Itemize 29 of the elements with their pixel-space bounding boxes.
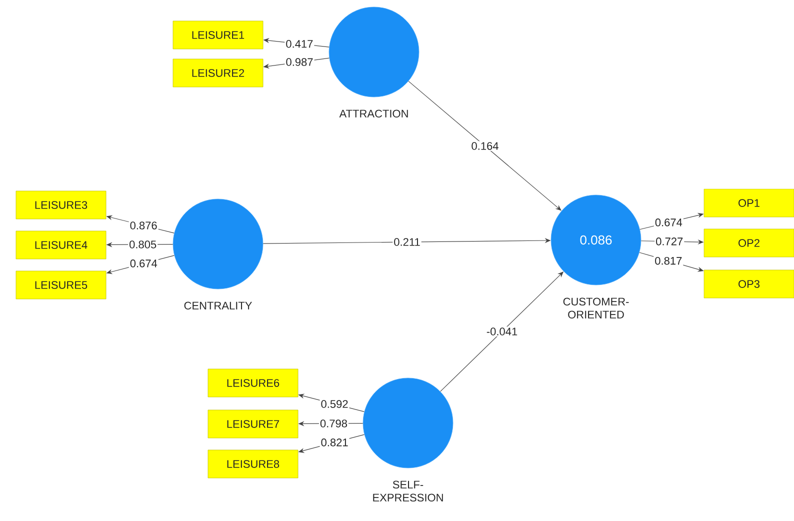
construct-label: CUSTOMER- ORIENTED bbox=[563, 298, 629, 319]
edge-label: 0.798 bbox=[318, 418, 348, 428]
construct-label: CENTRALITY bbox=[184, 302, 252, 310]
edge-label: 0.674 bbox=[128, 258, 158, 268]
indicator-box: OP1 bbox=[704, 188, 794, 218]
edge-label: 0.817 bbox=[654, 256, 684, 266]
edge-label: 0.876 bbox=[128, 220, 158, 230]
edge-label: 0.417 bbox=[284, 38, 314, 49]
construct-label: ATTRACTION bbox=[339, 110, 408, 118]
construct-label: SELF- EXPRESSION bbox=[373, 480, 443, 502]
edge-label: -0.041 bbox=[485, 326, 519, 336]
edge-label: 0.592 bbox=[320, 399, 350, 409]
indicator-box: LEISURE6 bbox=[208, 368, 298, 398]
edge-label: 0.164 bbox=[470, 141, 500, 151]
edge-label: 0.727 bbox=[654, 236, 684, 246]
edge-label: 0.674 bbox=[654, 218, 684, 228]
indicator-box: LEISURE7 bbox=[208, 410, 298, 438]
indicator-box: LEISURE1 bbox=[172, 20, 264, 50]
edge-label: 0.821 bbox=[320, 438, 350, 448]
edge-label: 0.987 bbox=[284, 57, 314, 67]
indicator-box: LEISURE5 bbox=[16, 270, 106, 300]
indicator-box: LEISURE3 bbox=[16, 190, 106, 220]
indicator-box: LEISURE8 bbox=[208, 450, 298, 478]
edge-label: 0.211 bbox=[392, 237, 422, 247]
edge-label: 0.805 bbox=[128, 240, 158, 250]
indicator-box: LEISURE4 bbox=[16, 230, 106, 260]
indicator-box: LEISURE2 bbox=[172, 58, 264, 88]
indicator-box: OP3 bbox=[704, 270, 794, 298]
indicator-box: OP2 bbox=[704, 228, 794, 258]
